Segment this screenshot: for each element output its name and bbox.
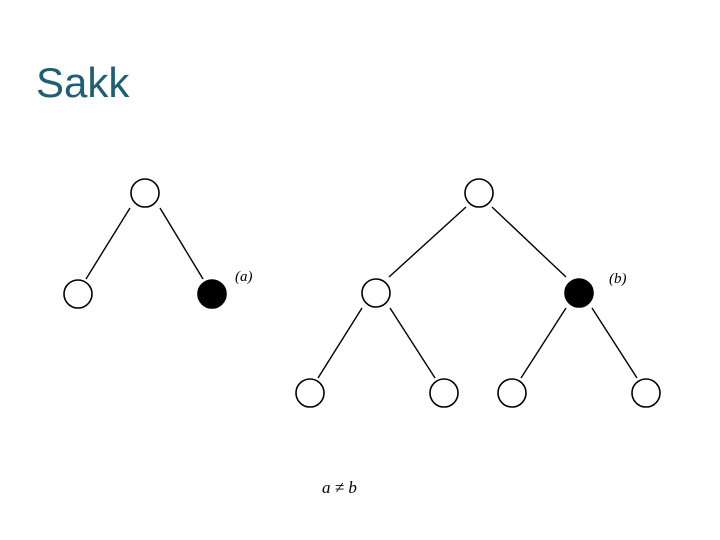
tree-b-edge-left-left <box>317 307 363 379</box>
tree-a-left-node <box>63 279 93 309</box>
tree-a-root-node <box>130 178 160 208</box>
tree-b-leaf-1 <box>295 378 325 408</box>
tree-b: (b) <box>295 178 661 408</box>
inequality-caption: a ≠ b <box>322 478 357 497</box>
tree-b-left-node <box>361 278 391 308</box>
tree-b-marked-node <box>564 278 594 308</box>
tree-b-edge-right-left <box>520 307 567 379</box>
tree-b-edge-right-right <box>591 307 638 379</box>
tree-a-label: (a) <box>235 269 253 285</box>
tree-b-leaf-2 <box>429 378 459 408</box>
tree-b-edge-left-right <box>389 307 436 379</box>
tree-b-edge-root-left <box>388 206 467 278</box>
slide-title: Sakk <box>36 59 130 106</box>
tree-b-leaf-3 <box>497 378 527 408</box>
tree-b-root-node <box>464 178 494 208</box>
tree-a-edge-right <box>159 207 204 280</box>
tree-b-label: (b) <box>609 271 627 287</box>
tree-a-edge-left <box>85 207 131 280</box>
tree-a-marked-node <box>197 279 227 309</box>
tree-a: (a) <box>63 178 253 309</box>
tree-b-edge-root-right <box>491 206 567 278</box>
tree-b-leaf-4 <box>631 378 661 408</box>
